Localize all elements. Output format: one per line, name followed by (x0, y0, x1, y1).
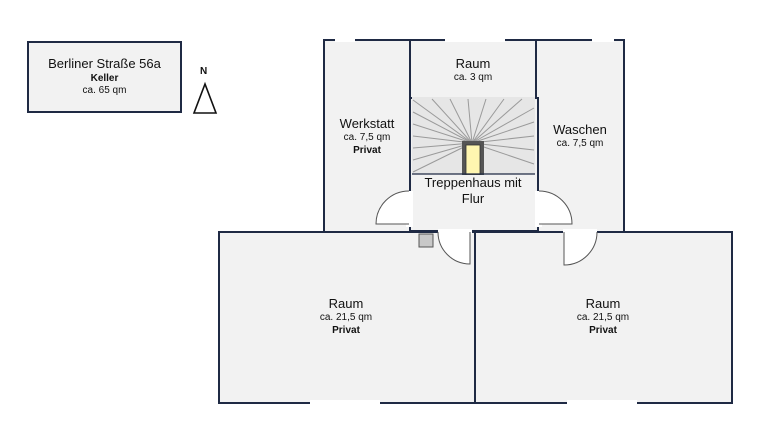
label-raum-left: Raum ca. 21,5 qm Privat (320, 296, 372, 337)
room-area: ca. 21,5 qm (319, 312, 373, 324)
room-tag: Privat (332, 324, 360, 336)
property-info-box: Berliner Straße 56a Keller ca. 65 qm (27, 41, 182, 113)
room-tag: Privat (589, 324, 617, 336)
label-treppenhaus: Treppenhaus mit Flur (424, 175, 521, 208)
room-name: Raum (585, 296, 621, 311)
room-name: Raum (328, 296, 364, 311)
room-name-line2: Flur (461, 191, 485, 207)
label-raum-right: Raum ca. 21,5 qm Privat (577, 296, 629, 337)
room-name: Waschen (553, 122, 607, 137)
label-werkstatt: Werkstatt ca. 7,5 qm Privat (340, 116, 395, 157)
room-area: ca. 3 qm (453, 72, 493, 84)
label-waschen: Waschen ca. 7,5 qm (553, 122, 607, 151)
room-name-line1: Treppenhaus mit (424, 175, 522, 190)
address-title: Berliner Straße 56a (48, 56, 161, 71)
north-label: N (200, 66, 208, 77)
label-raum-small: Raum ca. 3 qm (454, 56, 492, 85)
total-area: ca. 65 qm (82, 85, 127, 96)
room-area: ca. 7,5 qm (343, 132, 391, 144)
room-area: ca. 7,5 qm (556, 138, 604, 150)
room-tag: Privat (353, 144, 381, 156)
room-area: ca. 21,5 qm (576, 312, 630, 324)
room-name: Werkstatt (339, 116, 395, 131)
floor-level: Keller (90, 73, 119, 84)
room-name: Raum (455, 56, 491, 71)
